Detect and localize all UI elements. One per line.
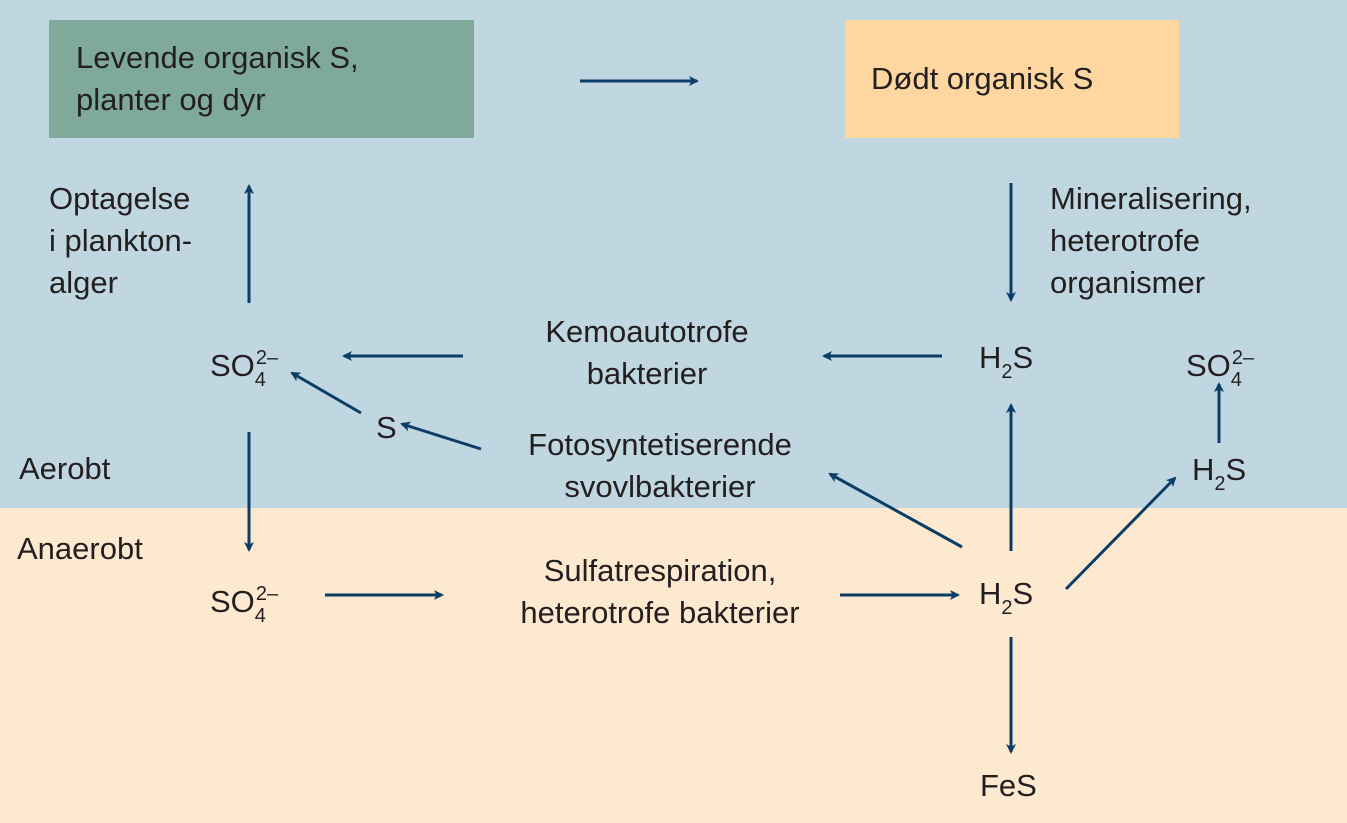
sulfate-charge: 2– xyxy=(1231,347,1255,369)
h2s-subscript: 2 xyxy=(1001,597,1013,619)
anaerobic-zone xyxy=(0,508,1347,823)
photosynthetic-label: Fotosyntetiserende svovlbakterier xyxy=(480,424,840,508)
hydrogen-sulfide-right: H2S xyxy=(1192,452,1246,502)
sulfate-charge: 2– xyxy=(255,347,279,369)
sulfate-base: SO xyxy=(210,584,255,619)
photosynthetic-line-2: svovlbakterier xyxy=(564,469,756,504)
chemoautotrophic-line-1: Kemoautotrofe xyxy=(545,314,749,349)
living-box-line-1: Levende organisk S, xyxy=(76,40,359,75)
sulfate-respiration-label: Sulfatrespiration, heterotrofe bakterier xyxy=(470,550,850,634)
sulfate-anaerobic: SO42– xyxy=(210,576,278,634)
anaerobic-label: Anaerobt xyxy=(17,531,143,566)
uptake-line-3: alger xyxy=(49,265,118,300)
arrow-h2s-to-h2s-right xyxy=(1064,476,1177,591)
sulfate-respiration-line-2: heterotrofe bakterier xyxy=(520,595,800,630)
elemental-sulfur: S xyxy=(376,410,397,445)
sulfate-subscript: 4 xyxy=(254,605,266,627)
hydrogen-sulfide-anaerobic: H2S xyxy=(979,576,1033,626)
arrow-s-to-sulfate xyxy=(290,371,362,415)
sulfate-aerobic-right: SO42– xyxy=(1186,340,1254,398)
h2s-base: H xyxy=(979,576,1002,611)
mineralization-line-1: Mineralisering, xyxy=(1050,181,1252,216)
sulfate-base: SO xyxy=(1186,348,1231,383)
hydrogen-sulfide-aerobic: H2S xyxy=(979,340,1033,390)
aerobic-label: Aerobt xyxy=(19,451,111,486)
h2s-base: H xyxy=(979,340,1002,375)
uptake-line-1: Optagelse xyxy=(49,181,191,216)
h2s-tail: S xyxy=(1012,576,1034,611)
h2s-tail: S xyxy=(1225,452,1247,487)
sulfate-base: SO xyxy=(210,348,255,383)
dead-organic-sulfur-box: Dødt organisk S xyxy=(845,20,1179,138)
dead-box-label: Dødt organisk S xyxy=(871,61,1094,96)
h2s-tail: S xyxy=(1012,340,1034,375)
chemoautotrophic-line-2: bakterier xyxy=(586,356,708,391)
mineralization-line-2: heterotrofe xyxy=(1050,223,1200,258)
living-box-line-2: planter og dyr xyxy=(76,82,266,117)
arrow-photo-to-s xyxy=(400,421,482,451)
h2s-base: H xyxy=(1192,452,1215,487)
photosynthetic-line-1: Fotosyntetiserende xyxy=(528,427,792,462)
uptake-label: Optagelse i plankton- alger xyxy=(49,178,192,304)
h2s-subscript: 2 xyxy=(1001,361,1013,383)
sulfate-subscript: 4 xyxy=(1230,369,1242,391)
iron-sulfide: FeS xyxy=(980,768,1037,803)
sulfate-subscript: 4 xyxy=(254,369,266,391)
chemoautotrophic-label: Kemoautotrofe bakterier xyxy=(497,311,797,395)
sulfate-aerobic: SO42– xyxy=(210,340,278,398)
sulfate-charge: 2– xyxy=(255,583,279,605)
mineralization-line-3: organismer xyxy=(1050,265,1206,300)
uptake-line-2: i plankton- xyxy=(49,223,193,258)
arrow-h2s-to-photo xyxy=(828,472,963,549)
h2s-subscript: 2 xyxy=(1214,473,1226,495)
sulfate-respiration-line-1: Sulfatrespiration, xyxy=(543,553,777,588)
living-organic-sulfur-box: Levende organisk S, planter og dyr xyxy=(49,20,474,138)
mineralization-label: Mineralisering, heterotrofe organismer xyxy=(1050,178,1252,304)
